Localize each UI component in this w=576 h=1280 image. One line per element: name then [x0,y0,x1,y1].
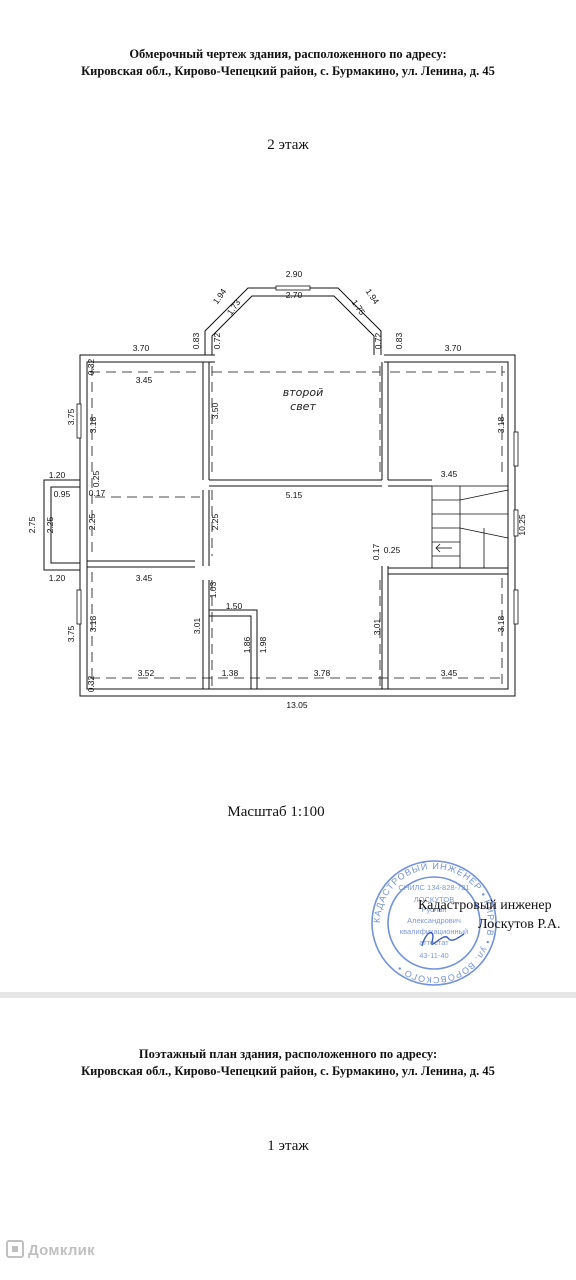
measure-lines [90,366,505,686]
interior-walls [87,362,508,689]
dim-bay-right-diag-outer: 1.94 [364,287,382,307]
dim-bay-left-side-inner: 0.72 [212,332,222,349]
engineer-title: Кадастровый инженер [418,898,552,913]
floor-plan-drawing: второй свет 2.90 2.70 1.94 1.73 1.94 1.7… [27,269,527,710]
dim-wall-thickness-bl: 0.32 [86,675,96,692]
dim-bath-inner-186: 1.86 [242,636,252,653]
dim-room-ml-height: 2.25 [87,513,97,530]
plan-heading-line1: Поэтажный план здания, расположенного по… [138,1047,438,1061]
domclick-logo-icon [6,1240,24,1258]
domclick-watermark: Домклик [6,1240,95,1259]
stamp-line5: квалификационный [400,927,468,936]
dim-bath-inner-198: 1.98 [258,636,268,653]
dim-bay-window-width: 1.20 [49,470,66,480]
floor-label: 2 этаж [267,137,309,153]
dim-bay-window-inner: 0.95 [54,489,71,499]
dim-opening-103: 1.03 [208,581,218,598]
room-label-line2: свет [290,400,316,413]
dim-bay-right-side-outer: 0.83 [394,332,404,349]
round-seal-stamp: КАДАСТРОВЫЙ ИНЖЕНЕР • КИРОВ • ул. ВОРОВС… [371,860,497,986]
dim-room-tr-height: 3.18 [496,416,506,433]
plan-heading-line2: Кировская обл., Кирово-Чепецкий район, с… [81,1064,495,1078]
windows [76,285,519,625]
drawing-heading-line1: Обмерочный чертеж здания, расположенного… [129,47,447,61]
dim-top-right-width: 3.70 [445,343,462,353]
bay-window-left [43,479,80,571]
floor-label-1: 1 этаж [267,1138,309,1154]
dim-corridor-height: 2.25 [210,513,220,530]
dim-wall-017-right: 0.17 [371,543,381,560]
dim-top-left-width: 3.70 [133,343,150,353]
dim-bay-left-diag-inner: 1.73 [225,297,243,317]
dim-room-tl-height: 3.18 [88,416,98,433]
dim-wall-025-right: 0.25 [384,545,401,555]
dim-bay-window-width-bottom: 1.20 [49,573,66,583]
dim-wall-thickness-tl: 0.32 [86,358,96,375]
dim-room-tl-width: 3.45 [136,375,153,385]
stamp-line4: Александрович [407,916,461,925]
dim-corridor-width: 5.15 [286,490,303,500]
drawing-page-floor-2: Обмерочный чертеж здания, расположенного… [27,47,576,986]
stamp-line3: Руслан [421,905,446,914]
engineer-block: Кадастровый инженер Лоскутов Р.А. [418,896,576,934]
drawing-page-floor-1: Поэтажный план здания, расположенного по… [0,998,576,1280]
watermark-text: Домклик [28,1242,95,1259]
dim-room-bc-height: 3.01 [372,618,382,635]
dim-bay-top-outer: 2.90 [286,269,303,279]
dim-bath-width: 1.50 [226,601,243,611]
dim-bottom-345: 3.45 [441,668,458,678]
dim-bottom-138: 1.38 [222,668,239,678]
dim-bottom-378: 3.78 [314,668,331,678]
dim-room-br-height: 3.18 [496,615,506,632]
dim-stair-landing-width: 3.45 [441,469,458,479]
engineer-name: Лоскутов Р.А. [478,917,561,932]
stamp-line1: СНИЛС 134-828-721 [398,883,469,892]
dim-left-mid-outer: 2.75 [27,516,37,533]
dim-total-width: 13.05 [286,700,308,710]
dim-room-bl-height: 3.18 [88,615,98,632]
dim-bay-right-side-inner: 0.72 [373,332,383,349]
staircase [431,485,509,569]
dim-wall-025-left: 0.25 [91,470,101,487]
scale-label: Масштаб 1:100 [227,804,325,820]
page-divider [0,992,576,998]
signature-scribble [421,932,465,947]
dim-bay-left-side-outer: 0.83 [191,332,201,349]
dim-wall-017-left: 0.17 [89,488,106,498]
room-label-line1: второй [283,386,323,399]
dimension-labels: 2.90 2.70 1.94 1.73 1.94 1.75 0.83 0.72 … [27,269,527,710]
dim-bottom-352: 3.52 [138,668,155,678]
dim-left-upper-outer: 3.75 [66,408,76,425]
dim-bay-left-diag-outer: 1.94 [211,286,229,306]
dim-bay-top-inner: 2.70 [286,290,303,300]
dim-bath-height-left: 3.01 [192,617,202,634]
stamp-line7: 43-11-40 [419,951,448,960]
dim-room-bl-width: 3.45 [136,573,153,583]
dim-total-right-height: 10.25 [517,514,527,536]
dim-left-mid-inner: 2.25 [45,516,55,533]
dim-center-height: 3.50 [210,402,220,419]
stamp-line2: ЛОСКУТОВ [414,895,454,904]
drawing-heading-line2: Кировская обл., Кирово-Чепецкий район, с… [81,64,495,78]
dim-left-lower-outer: 3.75 [66,625,76,642]
